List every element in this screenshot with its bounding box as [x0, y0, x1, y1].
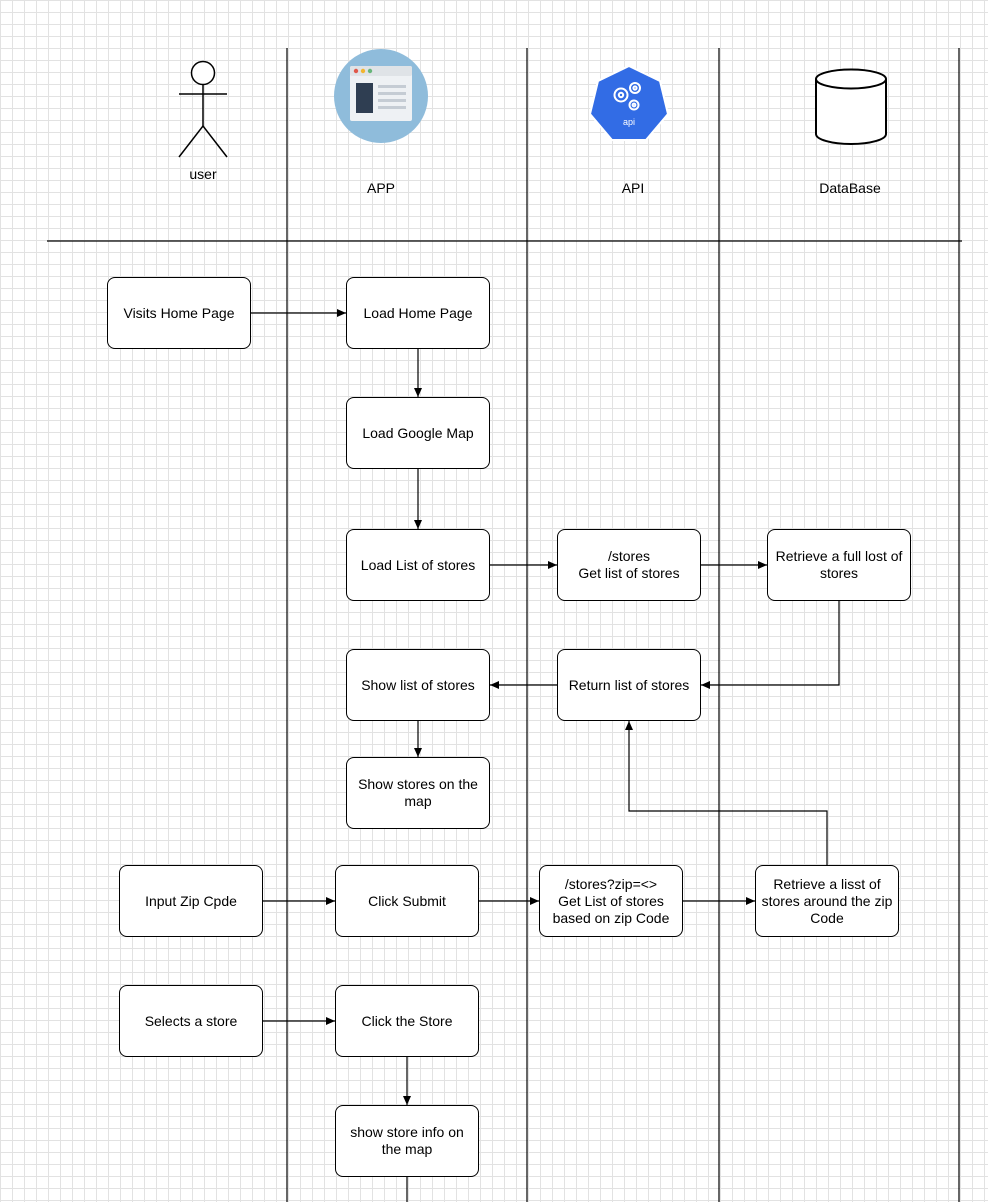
db-retrieve-by-zip-box[interactable]: Retrieve a lisst of stores around the zi… — [755, 865, 899, 937]
selects-a-store-box[interactable]: Selects a store — [119, 985, 263, 1057]
lane-label-user: user — [189, 166, 217, 182]
lane-label-database: DataBase — [819, 180, 881, 196]
browser-window-icon — [334, 49, 428, 143]
api-stores-by-zip-box[interactable]: /stores?zip=<> Get List of stores based … — [539, 865, 683, 937]
lane-label-app: APP — [366, 180, 395, 196]
db-retrieve-full-list-box[interactable]: Retrieve a full lost of stores — [767, 529, 911, 601]
swimlane-lines — [47, 48, 962, 1202]
api-icon-text: api — [623, 117, 635, 127]
stick-figure-icon — [178, 60, 228, 158]
database-cylinder-icon — [815, 68, 887, 145]
load-home-page-box[interactable]: Load Home Page — [346, 277, 490, 349]
kubernetes-api-icon: api — [588, 64, 670, 141]
edge-db_full-to-return_list — [701, 601, 840, 689]
edge-db_zip-to-return_list — [625, 721, 828, 865]
input-zip-code-box[interactable]: Input Zip Cpde — [119, 865, 263, 937]
show-store-info-box[interactable]: show store info on the map — [335, 1105, 479, 1177]
api-return-list-box[interactable]: Return list of stores — [557, 649, 701, 721]
visits-home-page-box[interactable]: Visits Home Page — [107, 277, 251, 349]
click-the-store-box[interactable]: Click the Store — [335, 985, 479, 1057]
show-list-of-stores-box[interactable]: Show list of stores — [346, 649, 490, 721]
diagram-edges — [251, 309, 840, 1202]
api-get-stores-box[interactable]: /stores Get list of stores — [557, 529, 701, 601]
show-stores-on-map-box[interactable]: Show stores on the map — [346, 757, 490, 829]
load-google-map-box[interactable]: Load Google Map — [346, 397, 490, 469]
lane-label-api: API — [621, 180, 645, 196]
load-list-of-stores-box[interactable]: Load List of stores — [346, 529, 490, 601]
click-submit-box[interactable]: Click Submit — [335, 865, 479, 937]
